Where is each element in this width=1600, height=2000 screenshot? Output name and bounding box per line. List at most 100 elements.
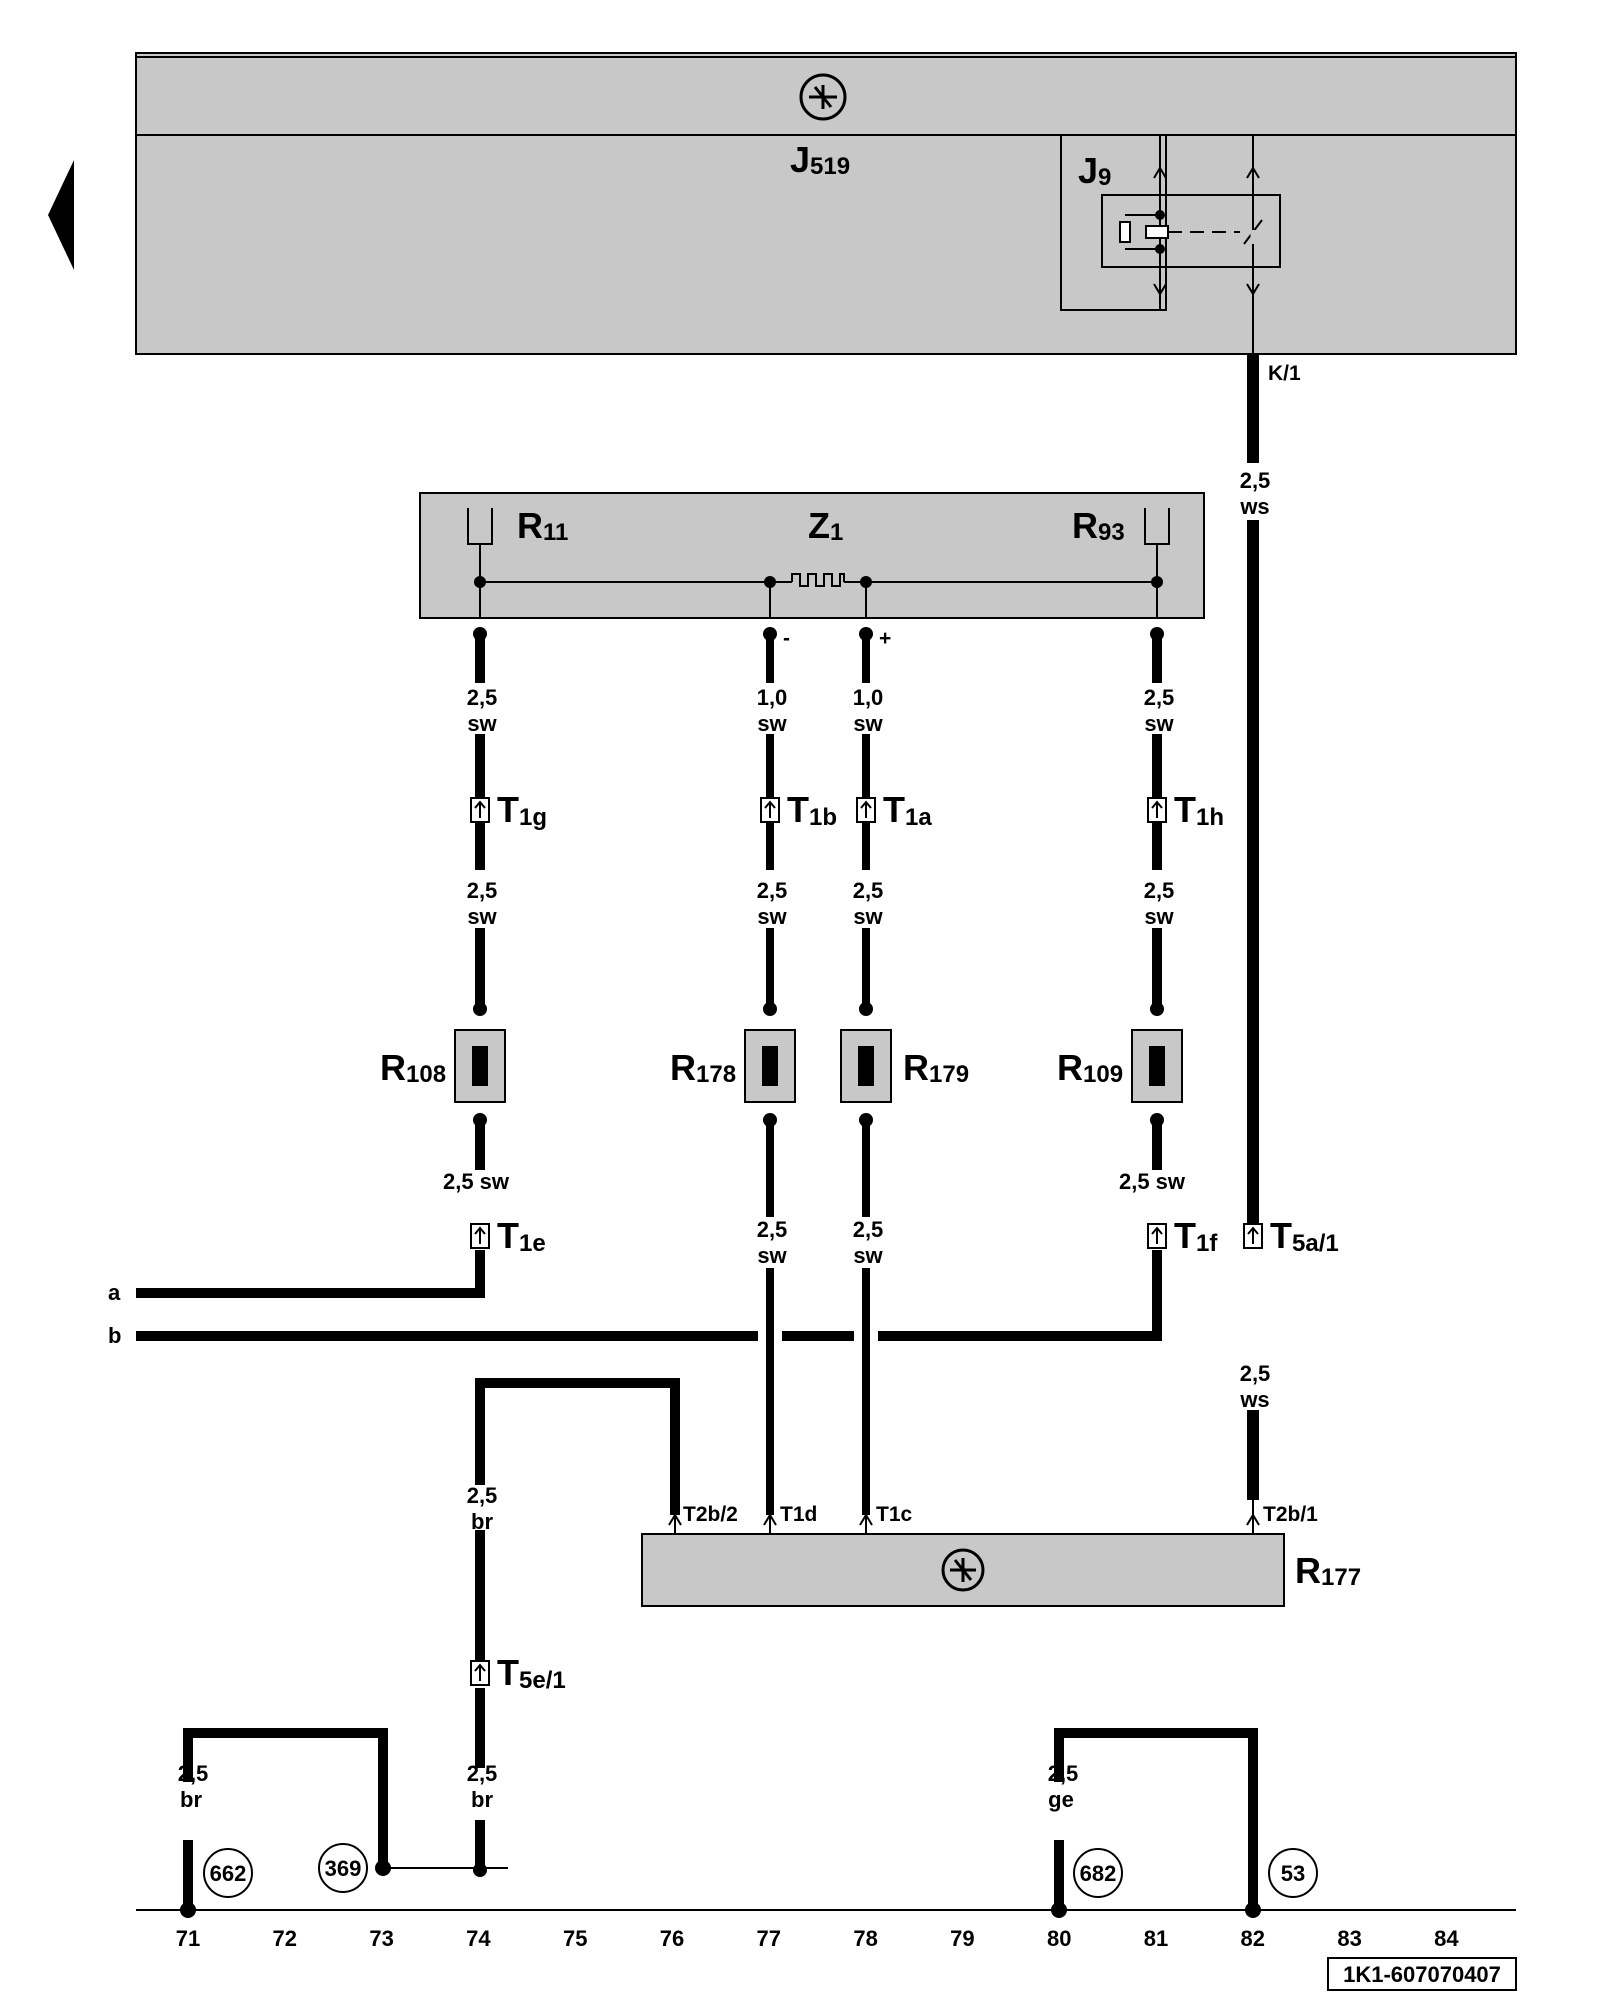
grid-number: 79 (950, 1926, 974, 1951)
connector-t1f: T1f (1174, 1215, 1218, 1257)
junction-dot (1245, 1902, 1261, 1918)
wire-size: 2,5 (1048, 1761, 1079, 1786)
heater-elements (454, 1029, 1183, 1103)
line-b-label: b (108, 1323, 121, 1348)
r179-label: R179 (903, 1047, 969, 1088)
junction-dot (1051, 1902, 1067, 1918)
wire-size: 2,5 (757, 1217, 788, 1242)
junction-dots (473, 627, 1164, 1127)
wire-color: br (180, 1787, 202, 1812)
wire-color: sw (1144, 904, 1174, 929)
wire-color: sw (467, 904, 497, 929)
continuation-lines (136, 1250, 1162, 1341)
grid-number: 77 (757, 1926, 781, 1951)
pin-plus: + (879, 627, 891, 650)
wire-color: sw (853, 1243, 883, 1268)
grid-number: 73 (369, 1926, 393, 1951)
r108-label: R108 (380, 1047, 446, 1088)
connector-icon (1147, 797, 1167, 823)
r178-label: R178 (670, 1047, 736, 1088)
wire-color: br (471, 1787, 493, 1812)
connector-icon (470, 797, 490, 823)
relay-j9: J9 (1060, 134, 1281, 355)
connector-icon (760, 797, 780, 823)
wire-color: sw (757, 711, 787, 736)
grid-number: 81 (1144, 1926, 1168, 1951)
junction-dot (180, 1902, 196, 1918)
r11-label: R11 (517, 505, 568, 546)
ground-ref-label: 662 (210, 1861, 247, 1886)
control-unit-j519: J519 (135, 52, 1517, 355)
wire-br-ground-left (183, 1728, 388, 1910)
pin-t1c: T1c (876, 1503, 913, 1526)
diagram-code: 1K1-607070407 (1343, 1962, 1501, 1987)
electronic-symbol-icon (799, 73, 847, 121)
grid-number: 82 (1241, 1926, 1265, 1951)
wire-size: 2,5 (1240, 1361, 1271, 1386)
wire-size: 2,5 (757, 878, 788, 903)
grid-number: 84 (1434, 1926, 1459, 1951)
line-a-label: a (108, 1280, 121, 1305)
grid-number: 72 (273, 1926, 297, 1951)
wire-color: sw (853, 904, 883, 929)
wire-size: 2,5 (1144, 878, 1175, 903)
wire-ge-ground-right (1054, 1728, 1258, 1910)
connector-t1a: T1a (883, 789, 932, 831)
wire-color: sw (1144, 711, 1174, 736)
pin-t2b1: T2b/1 (1263, 1503, 1318, 1526)
connector-t1g: T1g (497, 789, 547, 831)
connector-icon (1243, 1223, 1263, 1249)
connector-icon (470, 1660, 490, 1686)
grid-number: 71 (176, 1926, 200, 1951)
grid-number: 83 (1337, 1926, 1361, 1951)
wire-size: 2,5 (1144, 685, 1175, 710)
z1-label: Z1 (808, 505, 843, 546)
connector-t1b: T1b (787, 789, 837, 831)
junction-dot (375, 1860, 391, 1876)
ground-ref-label: 682 (1080, 1861, 1117, 1886)
wire-size: 2,5 (1240, 468, 1271, 493)
wire-size: 1,0 (853, 685, 884, 710)
ground-ref-label: 53 (1281, 1861, 1305, 1886)
wire-color: sw (467, 711, 497, 736)
pin-t2b2: T2b/2 (683, 1503, 738, 1526)
connector-icons (470, 797, 1167, 823)
r93-label: R93 (1072, 505, 1125, 546)
wire-size: 2,5 (467, 878, 498, 903)
wire-color: sw (853, 711, 883, 736)
wire-label-r108: 2,5 sw (443, 1169, 510, 1194)
pin-k1: K/1 (1268, 362, 1301, 385)
wire-size: 2,5 (467, 1761, 498, 1786)
pin-t1d: T1d (780, 1503, 817, 1526)
j9-label: J9 (1078, 150, 1111, 191)
back-arrow-icon[interactable] (48, 160, 74, 270)
wire-label-r109: 2,5 sw (1119, 1169, 1186, 1194)
wire-color: sw (757, 1243, 787, 1268)
connector-t5e1: T5e/1 (497, 1652, 566, 1694)
grid-number: 75 (563, 1926, 587, 1951)
sensor-r177 (641, 1500, 1285, 1607)
wire-color: br (471, 1509, 493, 1534)
wire-br-t2b2 (475, 1378, 680, 1870)
r177-label: R177 (1295, 1550, 1361, 1591)
ground-refs (203, 1843, 1318, 1898)
r109-label: R109 (1057, 1047, 1123, 1088)
grid-number: 76 (660, 1926, 684, 1951)
diagram-code-box (1327, 1957, 1517, 1991)
connector-t1h: T1h (1174, 789, 1224, 831)
wire-size: 2,5 (853, 878, 884, 903)
grid-number: 74 (466, 1926, 491, 1951)
connector-icons-lower (470, 1223, 1263, 1686)
grid-number: 78 (853, 1926, 877, 1951)
electronic-symbol-icon (941, 1548, 985, 1592)
wire-size: 2,5 (467, 685, 498, 710)
pin-minus: - (783, 627, 790, 650)
heater-box-z1 (419, 492, 1205, 619)
connector-icon (1147, 1223, 1167, 1249)
ground-ref-label: 369 (325, 1856, 362, 1881)
wire-color: ws (1239, 494, 1269, 519)
wire-size: 2,5 (467, 1483, 498, 1508)
j519-label: J519 (790, 139, 850, 180)
wire-color: sw (757, 904, 787, 929)
